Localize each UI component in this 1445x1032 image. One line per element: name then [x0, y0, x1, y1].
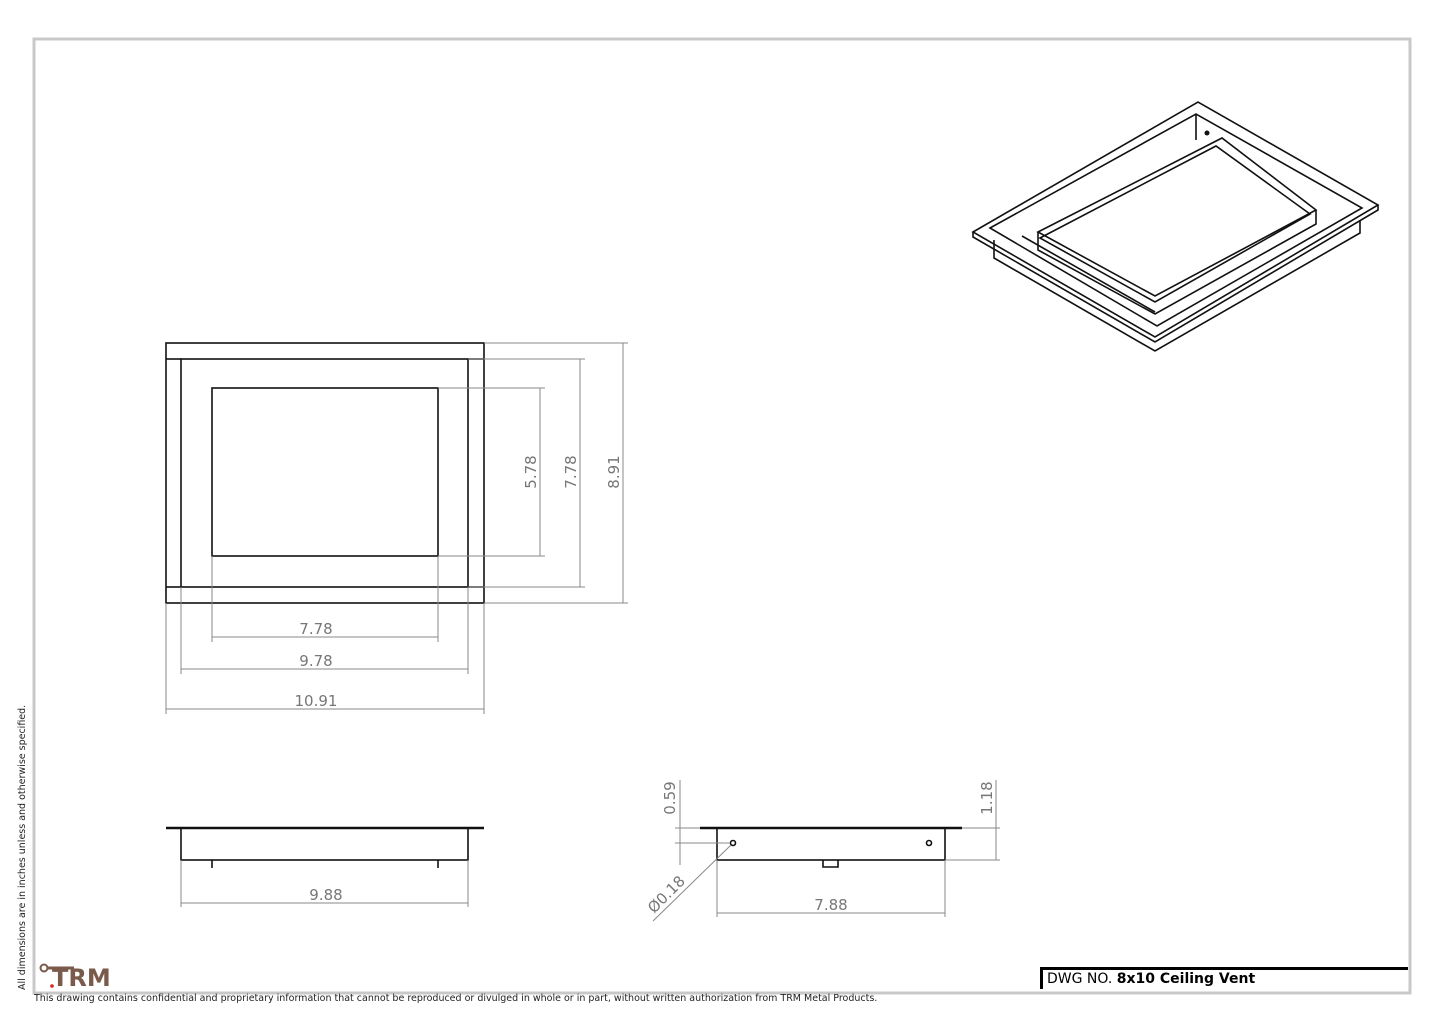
- sheet-border: [32, 37, 1412, 995]
- dim-side-width: 7.88: [814, 896, 847, 914]
- title-block: DWG NO. 8x10 Ceiling Vent: [1040, 967, 1408, 989]
- isometric-view: [971, 101, 1380, 352]
- dim-outer-width: 10.91: [295, 692, 338, 710]
- units-note: All dimensions are in inches unless and …: [17, 704, 28, 990]
- dwg-name: 8x10 Ceiling Vent: [1116, 971, 1256, 987]
- dim-inner-height: 7.78: [562, 455, 580, 488]
- dim-overall-height: 1.18: [978, 781, 996, 814]
- front-view: 9.88: [166, 826, 484, 907]
- confidentiality-note: This drawing contains confidential and p…: [34, 993, 878, 1004]
- dim-outer-height: 8.91: [605, 455, 623, 488]
- side-view: 0.59 1.18 Ø0.18 7.88: [644, 780, 1000, 922]
- trm-logo: TRM: [38, 960, 128, 994]
- svg-text:TRM: TRM: [52, 964, 111, 990]
- dim-flange-to-hole: 0.59: [661, 781, 679, 814]
- top-view: 5.78 7.78 8.91 7.78 9.78 10.91: [165, 342, 628, 714]
- dim-hole-diameter: Ø0.18: [644, 872, 689, 917]
- dim-opening-height: 5.78: [522, 455, 540, 488]
- dwg-label: DWG NO.: [1047, 971, 1113, 987]
- dim-inner-width: 9.78: [299, 652, 332, 670]
- dim-opening-width: 7.78: [299, 620, 332, 638]
- dim-front-width: 9.88: [309, 886, 342, 904]
